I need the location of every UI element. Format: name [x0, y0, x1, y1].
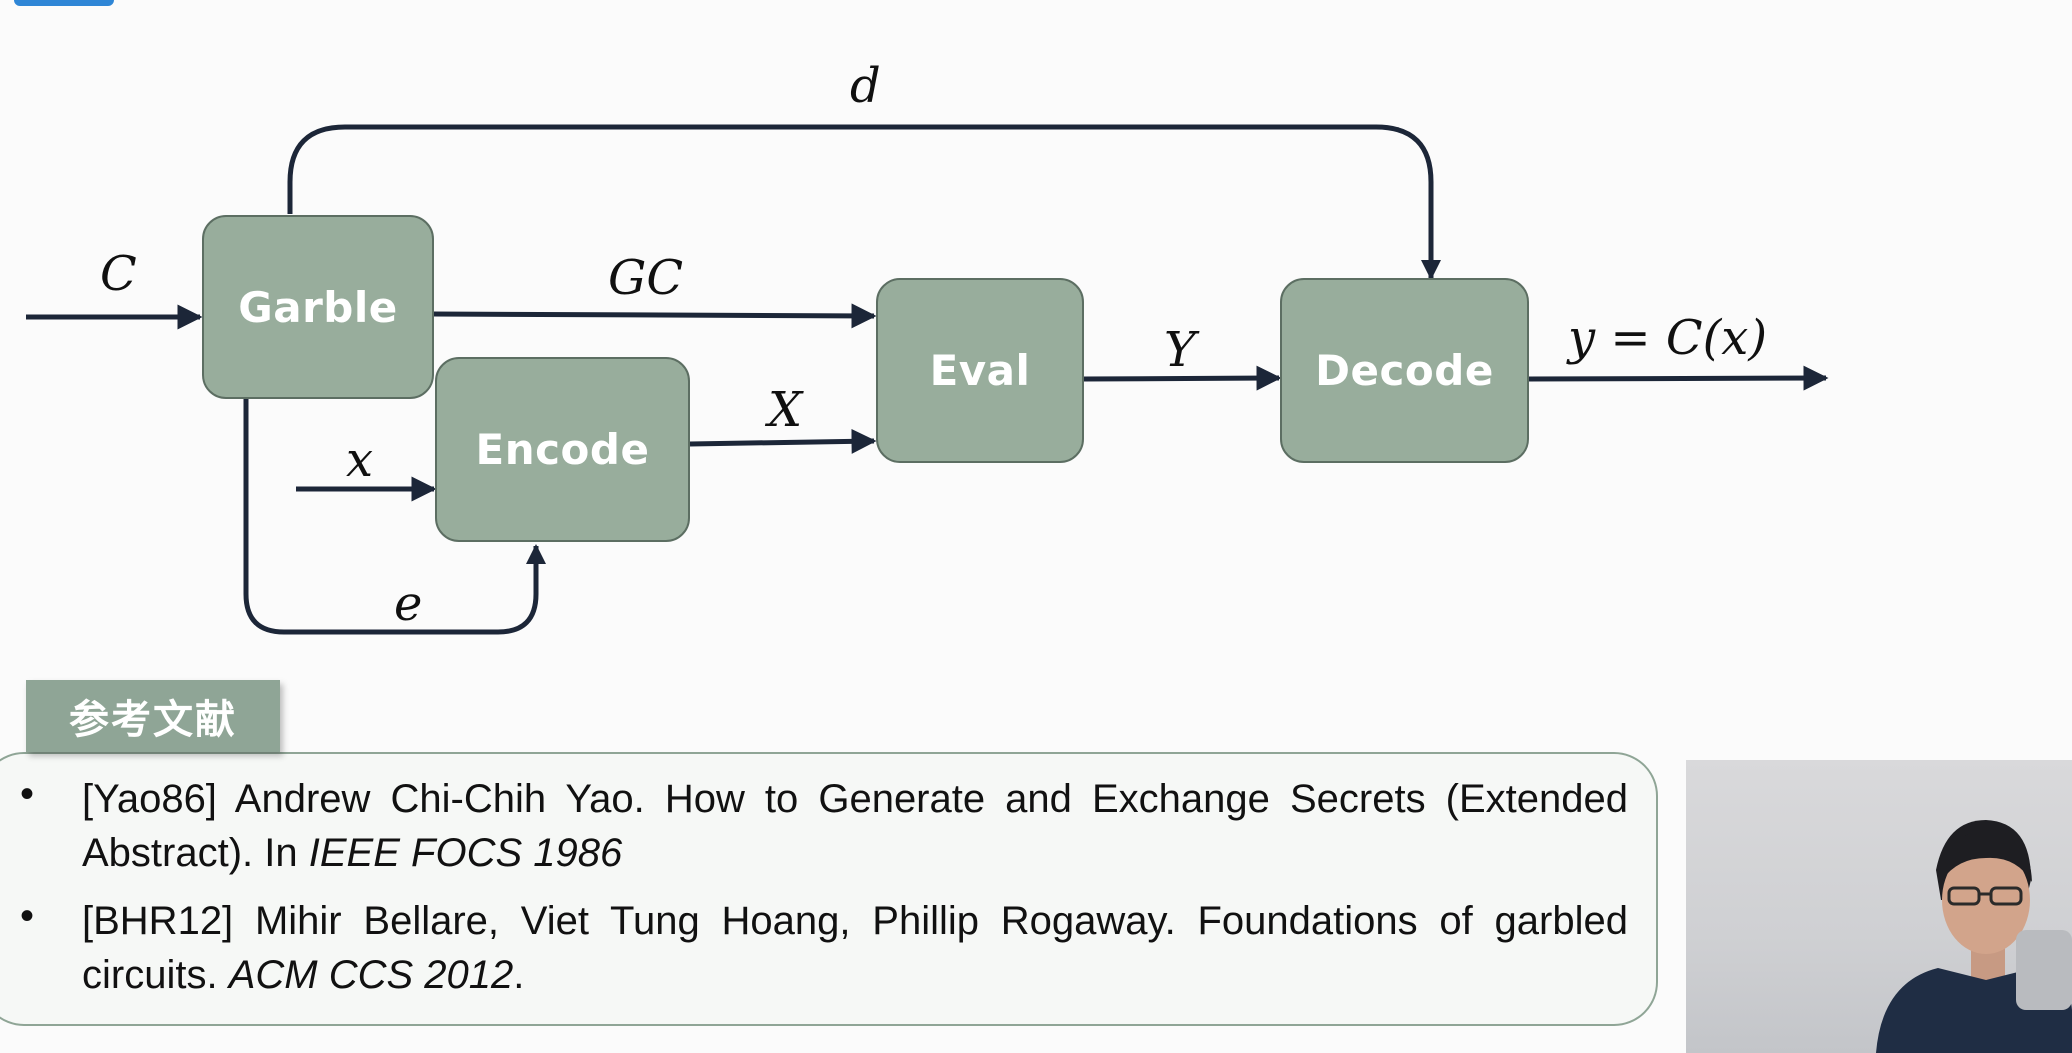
webcam-video [1686, 760, 2072, 1053]
label-d: d [850, 58, 881, 114]
wire-gc [432, 303, 877, 329]
wire-y [1083, 365, 1282, 391]
references-title: 参考文献 [26, 680, 280, 752]
label-x-input: x [346, 432, 374, 488]
reference-venue-1: IEEE FOCS 1986 [308, 831, 623, 875]
reference-item-1: [Yao86] Andrew Chi-Chih Yao. How to Gene… [82, 772, 1628, 880]
reference-item-2: [BHR12] Mihir Bellare, Viet Tung Hoang, … [82, 894, 1628, 1002]
bullet-2: • [20, 894, 35, 938]
label-x-encoded: X [768, 382, 803, 438]
bullet-1: • [20, 772, 35, 816]
label-y: Y [1164, 322, 1196, 378]
encode-block: Encode [435, 357, 690, 542]
reference-text-2: [BHR12] Mihir Bellare, Viet Tung Hoang, … [82, 899, 1628, 997]
reference-suffix-2: . [513, 953, 525, 997]
reference-venue-2: ACM CCS 2012 [228, 953, 514, 997]
references-box [0, 752, 1658, 1026]
label-gc: GC [608, 250, 684, 306]
label-output: y = C(x) [1568, 310, 1768, 366]
wire-x-encoded [689, 428, 877, 454]
wire-e [243, 398, 546, 635]
reference-text-1: [Yao86] Andrew Chi-Chih Yao. How to Gene… [82, 777, 1628, 875]
presenter-figure [1876, 820, 2072, 1053]
eval-block: Eval [876, 278, 1084, 463]
garble-block: Garble [202, 215, 434, 399]
decode-block: Decode [1280, 278, 1529, 463]
label-c: C [100, 246, 137, 302]
top-accent [14, 0, 114, 6]
wire-d [287, 124, 1441, 280]
wire-output [1527, 365, 1829, 391]
label-e: e [394, 576, 423, 632]
